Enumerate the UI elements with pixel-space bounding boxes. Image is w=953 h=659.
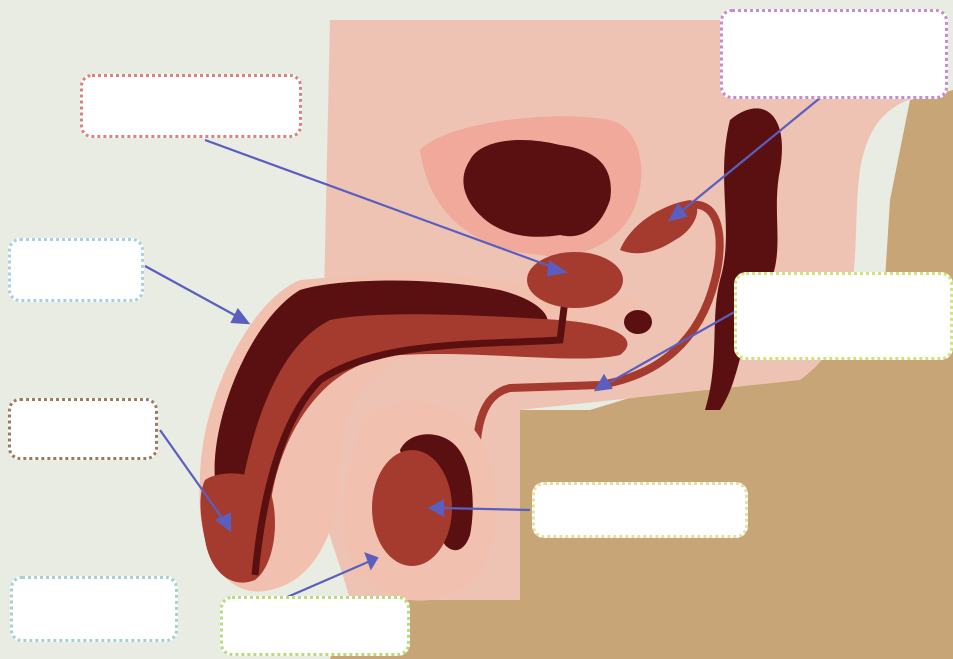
- label-box-left-middle[interactable]: [8, 398, 158, 460]
- label-box-top-left[interactable]: [80, 74, 302, 138]
- prostate: [527, 252, 623, 308]
- label-box-top-right[interactable]: [720, 9, 948, 99]
- bulbourethral-gland: [624, 310, 652, 334]
- label-box-bottom-center[interactable]: [220, 596, 410, 656]
- label-box-left-upper[interactable]: [8, 238, 144, 302]
- label-box-right-middle[interactable]: [734, 272, 953, 360]
- label-box-bottom-left[interactable]: [10, 576, 178, 642]
- label-box-right-lower[interactable]: [532, 482, 748, 538]
